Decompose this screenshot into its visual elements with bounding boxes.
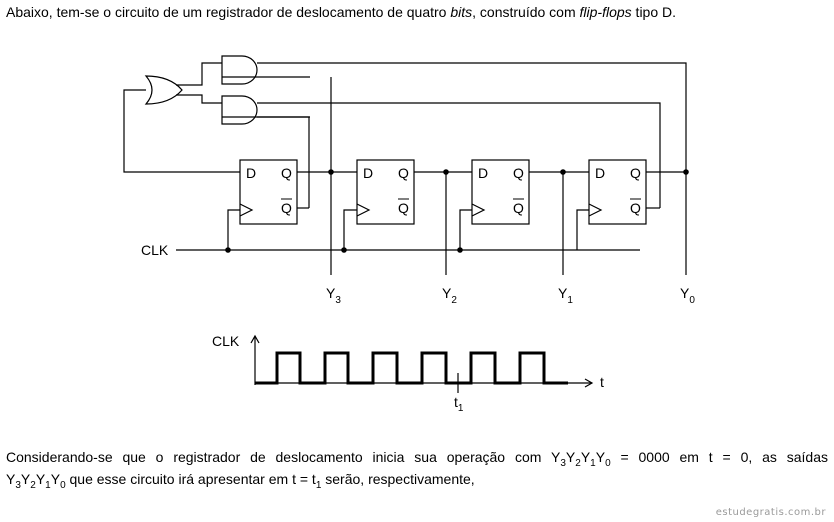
output-y0-label: Y0: [680, 285, 695, 306]
clk-input-label: CLK: [141, 242, 169, 258]
ff0-qbar-label: Q: [630, 200, 641, 216]
and-gate-top: [221, 55, 258, 85]
clk-timing-diagram: CLK t t1: [212, 333, 604, 414]
ff1-qbar-label: Q: [513, 200, 524, 216]
intro-text: Abaixo, tem-se o circuito de um registra…: [6, 3, 828, 21]
shift-register-diagram: D Q Q D Q Q D Q Q D Q Q CLK Y3 Y2 Y1 Y0: [123, 55, 695, 414]
time-axis-label: t: [600, 374, 604, 390]
ff3-q-label: Q: [281, 165, 292, 181]
intro-part-2: , construído com: [472, 4, 580, 20]
question-text: Considerando-se que o registrador de des…: [6, 446, 828, 491]
timing-clk-label: CLK: [212, 333, 240, 349]
clk-waveform: [255, 351, 568, 385]
watermark: estudegratis.com.br: [715, 507, 826, 518]
flip-flop-3: [239, 159, 298, 225]
t1-marker-label: t1: [454, 394, 464, 414]
question-line-2: Y3Y2Y1Y0 que esse circuito irá apresenta…: [6, 471, 475, 491]
intro-emphasis-bits: bits: [450, 4, 473, 20]
or-gate: [144, 75, 183, 105]
and-gate-bottom: [221, 95, 258, 125]
intro-part-3: tipo D.: [631, 4, 677, 20]
output-y3-label: Y3: [326, 285, 341, 306]
ff3-d-label: D: [246, 165, 256, 181]
ff2-qbar-label: Q: [398, 200, 409, 216]
output-y2-label: Y2: [442, 285, 457, 306]
question-line-1: Considerando-se que o registrador de des…: [6, 449, 828, 469]
ff0-d-label: D: [595, 165, 605, 181]
flip-flop-1: [471, 159, 530, 225]
flip-flop-2: [356, 159, 415, 225]
ff1-q-label: Q: [513, 165, 524, 181]
ff0-q-label: Q: [630, 165, 641, 181]
ff1-d-label: D: [478, 165, 488, 181]
ff2-q-label: Q: [398, 165, 409, 181]
intro-emphasis-flip-flops: flip-flops: [579, 4, 632, 20]
intro-part-1: Abaixo, tem-se o circuito de um registra…: [6, 4, 451, 20]
output-y1-label: Y1: [558, 285, 573, 306]
outputs-expression: Y3Y2Y1Y0: [6, 471, 66, 491]
flip-flop-0: [588, 159, 647, 225]
initial-state-expression: Y3Y2Y1Y0: [551, 449, 611, 469]
ff3-qbar-label: Q: [281, 200, 292, 216]
ff2-d-label: D: [363, 165, 373, 181]
